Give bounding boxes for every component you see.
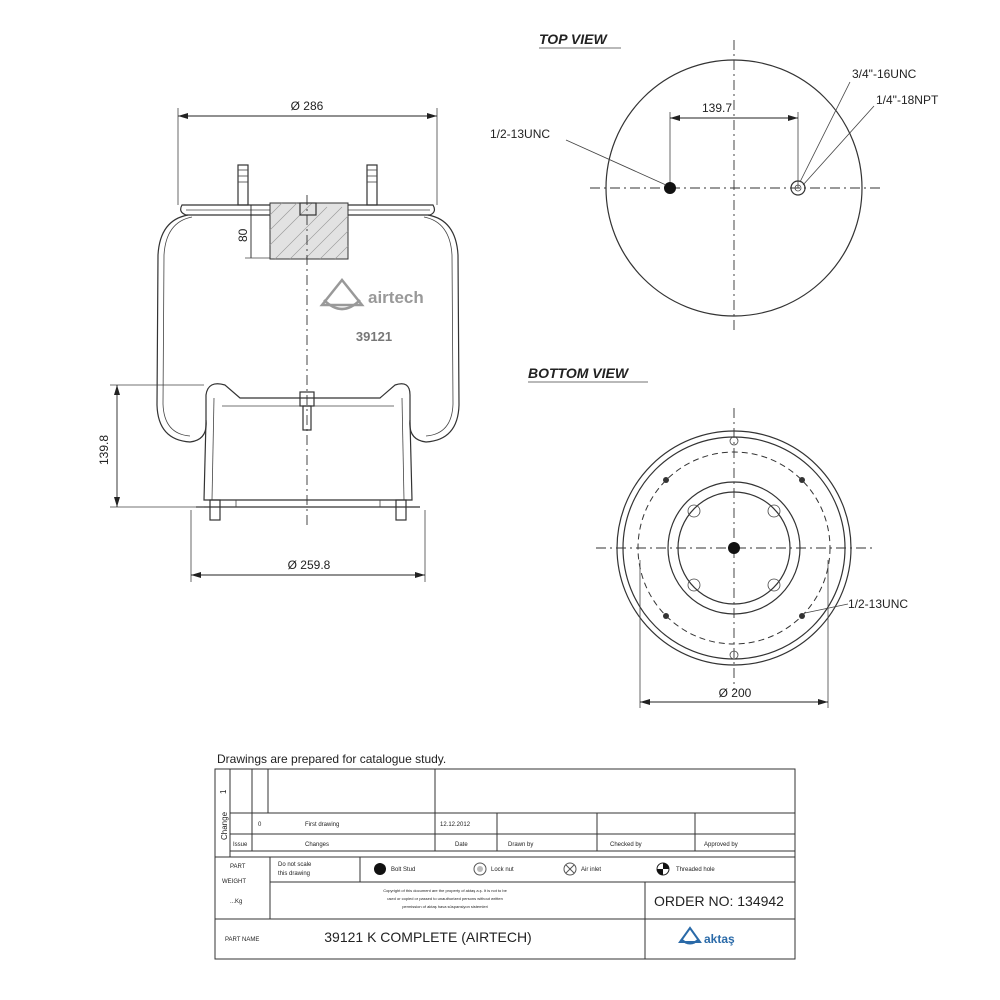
title-block: Drawings are prepared for catalogue stud…: [214, 752, 796, 960]
copyright-1: Copyright of this document are the prope…: [383, 888, 507, 893]
legend-threaded: Threaded hole: [676, 867, 715, 873]
part-label: PART: [230, 864, 246, 870]
top-diameter-label: Ø 286: [291, 99, 324, 113]
air-fitting-thread-label: 3/4"-16UNC: [852, 67, 917, 81]
col-approved: Approved by: [704, 842, 738, 848]
part-number-label: 39121: [356, 329, 392, 344]
legend-bolt-icon: [374, 863, 386, 875]
rev-zero: 0: [258, 822, 262, 828]
col-issue: Issue: [233, 842, 248, 848]
bottom-view: BOTTOM VIEW 1/2-13UNC Ø 200: [528, 365, 908, 708]
legend-bolt: Bolt Stud: [391, 867, 415, 873]
stud-height-label: 80: [236, 228, 250, 242]
height-label: 139.8: [97, 435, 111, 465]
piston-diameter-label: Ø 200: [719, 686, 752, 700]
stud-thread-left-label: 1/2-13UNC: [490, 127, 550, 141]
top-view-title: TOP VIEW: [539, 31, 608, 47]
legend-airinlet-icon: [563, 862, 577, 876]
legend-threaded-icon: [656, 862, 670, 876]
airtech-logo: airtech: [319, 277, 424, 311]
col-drawn: Drawn by: [508, 842, 533, 848]
copyright-2: used or copied or passed to unauthorized…: [387, 896, 503, 901]
center-block: [269, 202, 349, 260]
aktas-logo: aktaş: [678, 926, 735, 946]
legend-locknut: Lock nut: [491, 867, 514, 873]
legend-locknut-icon: [473, 862, 487, 876]
do-not-scale-1: Do not scale: [278, 862, 312, 868]
bottom-bolt-thread-label: 1/2-13UNC: [848, 597, 908, 611]
air-port-thread-label: 1/4"-18NPT: [876, 93, 939, 107]
caption: Drawings are prepared for catalogue stud…: [217, 752, 446, 766]
part-name: 39121 K COMPLETE (AIRTECH): [324, 929, 531, 945]
aktas-logo-text: aktaş: [704, 932, 735, 946]
copyright-3: permission of aktaş hava süspansiyon sis…: [402, 904, 488, 909]
bottom-view-title: BOTTOM VIEW: [528, 365, 630, 381]
col-checked: Checked by: [610, 842, 642, 848]
first-date: 12.12.2012: [440, 822, 471, 828]
kg-label: ...Kg: [230, 899, 242, 905]
top-view: TOP VIEW 139.7 1/2-13UNC 3/4"-16UNC 1/4"…: [490, 31, 939, 330]
col-date: Date: [455, 842, 468, 848]
col-changes: Changes: [305, 842, 329, 848]
weight-label: WEIGHT: [222, 879, 246, 885]
order-no: ORDER NO: 134942: [654, 893, 784, 909]
part-name-label: PART NAME: [225, 937, 259, 943]
side-view: Ø 286 80: [97, 99, 460, 582]
change-label: Change: [220, 811, 229, 840]
stud-spacing-label: 139.7: [702, 101, 732, 115]
legend-airinlet: Air inlet: [581, 867, 601, 873]
arrow-label: 1: [219, 789, 228, 794]
do-not-scale-2: this drawing: [278, 871, 310, 877]
first-drawing: First drawing: [305, 822, 339, 828]
brand-text: airtech: [368, 288, 424, 307]
bottom-diameter-label: Ø 259.8: [288, 558, 331, 572]
